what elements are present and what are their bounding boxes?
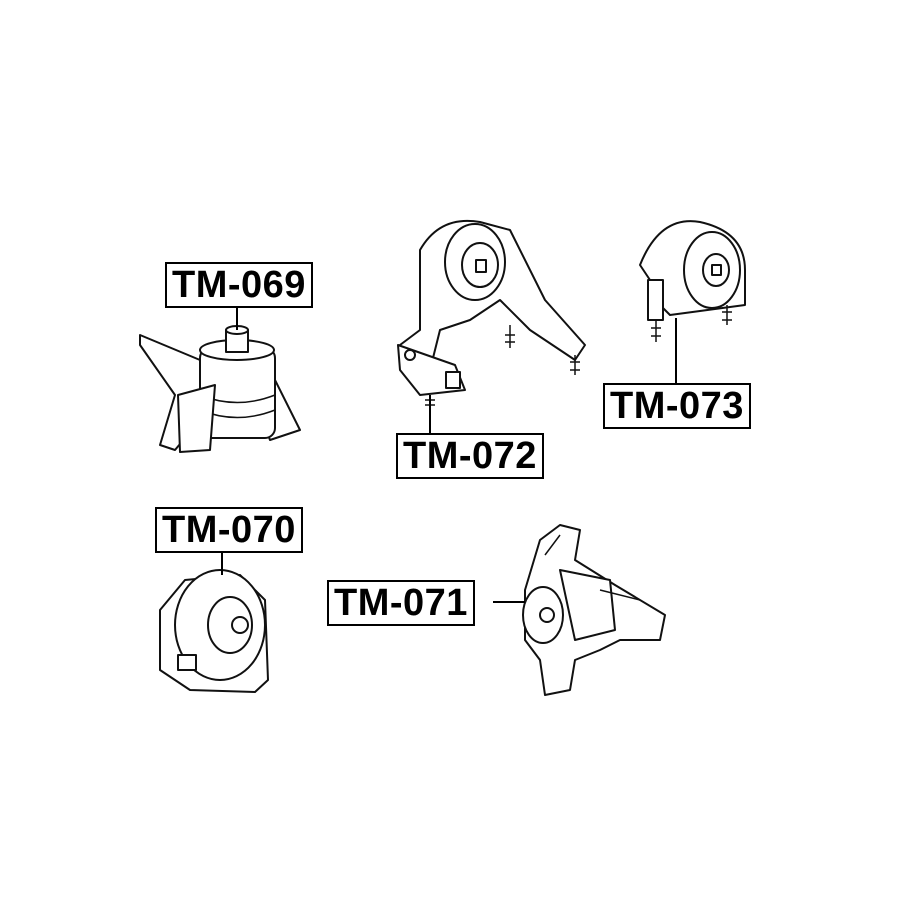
part-tm-072 xyxy=(397,219,586,410)
label-tm-073: TM-073 xyxy=(603,383,751,429)
label-tm-071: TM-071 xyxy=(327,580,475,626)
label-tm-072: TM-072 xyxy=(396,433,544,479)
label-tm-070: TM-070 xyxy=(155,507,303,553)
part-tm-069 xyxy=(139,325,301,453)
label-tm-069: TM-069 xyxy=(165,262,313,308)
part-tm-070 xyxy=(159,569,269,693)
part-tm-073 xyxy=(639,220,746,342)
part-tm-071 xyxy=(522,524,666,696)
